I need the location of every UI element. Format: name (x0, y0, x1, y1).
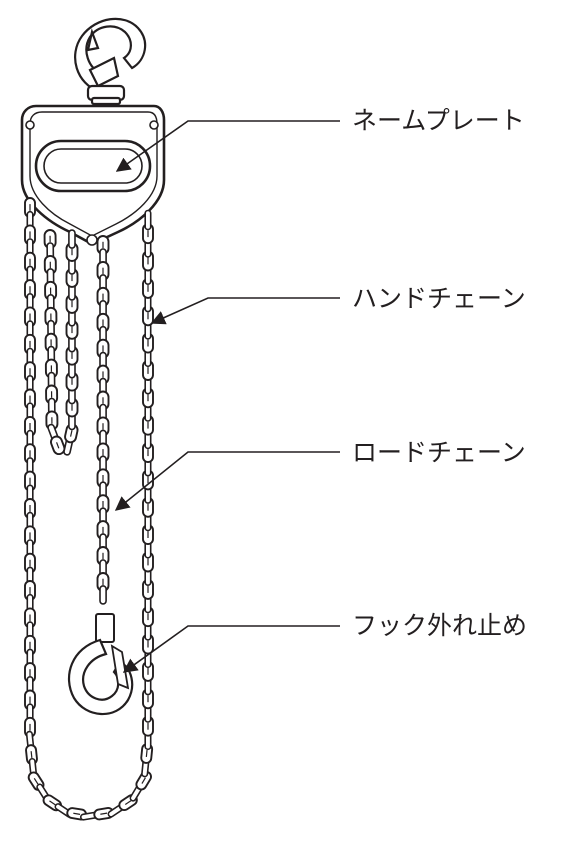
chain-link-bar (30, 751, 33, 759)
label-load-chain: ロードチェーン (352, 438, 526, 467)
hook-swivel (95, 613, 115, 643)
chain-link (68, 229, 76, 249)
name-plate (34, 139, 152, 193)
chain-link-bar (69, 430, 73, 437)
leader-name-plate (115, 120, 340, 172)
top-hook (74, 17, 147, 106)
chain-link-bar (124, 800, 132, 805)
chain-link-bar (49, 800, 56, 806)
bottom-hook (67, 613, 134, 716)
hook-latch (110, 644, 130, 690)
chain-link-bar (145, 750, 148, 758)
chains (24, 197, 154, 821)
leader-load-chain (114, 451, 340, 511)
chain-link-bar (33, 778, 39, 785)
load-chain (96, 235, 110, 605)
chain-link (99, 585, 107, 605)
load-chain-slack-loop (43, 229, 79, 456)
chain-link-bar (73, 812, 81, 815)
hand-chain (24, 197, 154, 821)
label-hand-chain: ハンドチェーン (352, 284, 526, 313)
label-name-plate: ネームプレート (352, 106, 525, 135)
chain-link-bar (141, 777, 146, 784)
leader-hand-chain (150, 297, 340, 325)
callout-leaders (114, 120, 340, 673)
chain-link-bar (56, 442, 60, 449)
chain-link-bar (100, 812, 108, 815)
chain-link (144, 209, 152, 231)
label-hook-latch: フック外れ止め (352, 611, 528, 640)
leader-hook-latch (122, 625, 340, 673)
